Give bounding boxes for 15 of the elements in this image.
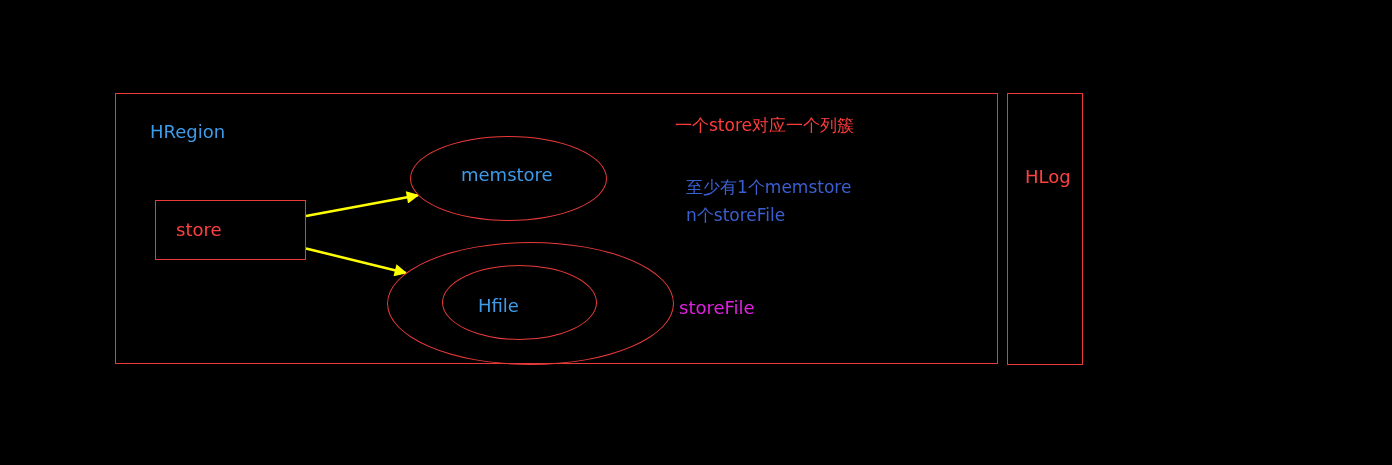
hfile-ellipse <box>442 265 597 340</box>
region-box <box>115 93 998 364</box>
box-label: store <box>176 219 222 241</box>
arrow <box>305 247 408 277</box>
ellipse-label: Hfile <box>478 295 519 317</box>
store-box <box>155 200 306 260</box>
note-text: 一个store对应一个列簇 <box>675 114 854 136</box>
box-label: HLog <box>1025 166 1071 188</box>
note-text: 至少有1个memstore <box>686 176 852 198</box>
arrow <box>305 191 420 218</box>
note-text: n个storeFile <box>686 204 786 226</box>
region-title: HRegion <box>150 121 226 143</box>
ellipse-label: storeFile <box>679 297 755 319</box>
hlog-box <box>1007 93 1083 365</box>
ellipse-label: memstore <box>461 164 553 186</box>
